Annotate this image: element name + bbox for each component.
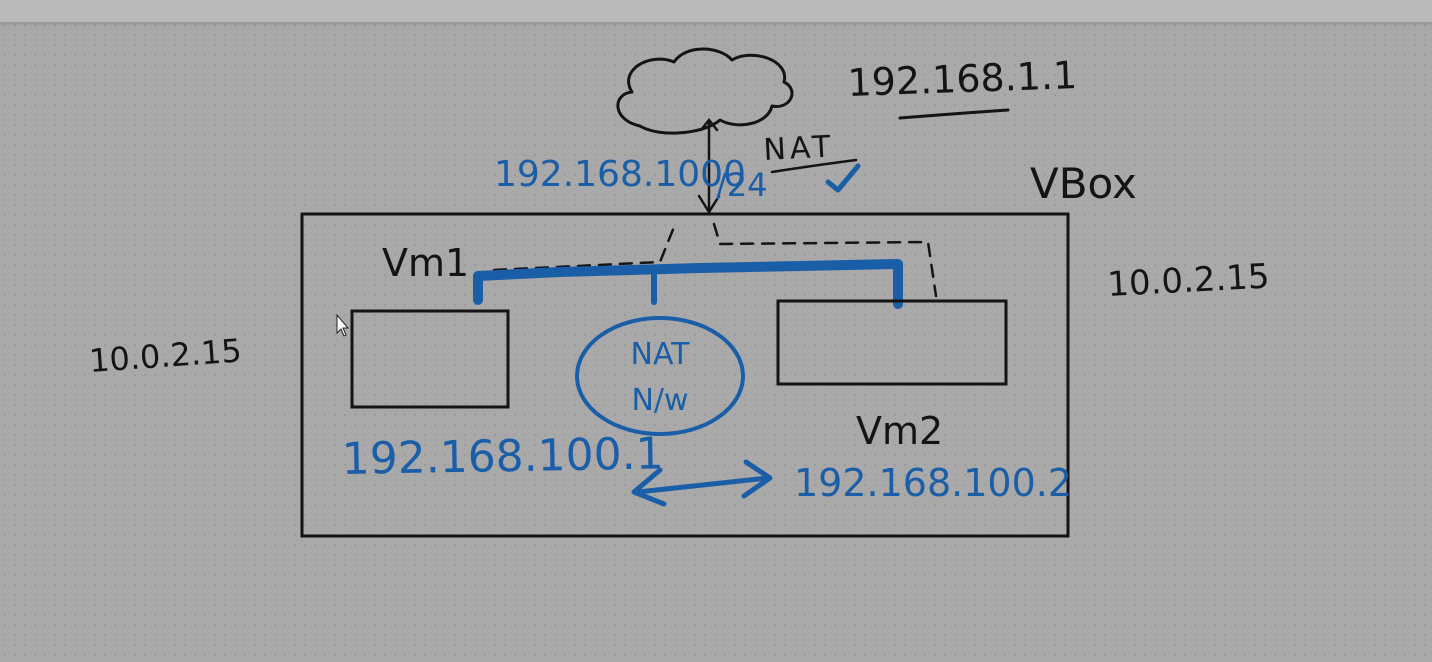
cloud-icon — [616, 47, 794, 135]
vm1-box — [350, 309, 510, 409]
vm2-box — [776, 299, 1008, 386]
nat-dashed-links — [492, 220, 938, 298]
nat-network-bus — [473, 259, 903, 309]
uplink-arrow — [697, 117, 721, 215]
nat-network-ellipse — [575, 316, 745, 436]
vbox-host-label: VBox — [1030, 159, 1137, 208]
vm1-name-label: Vm1 — [382, 241, 469, 285]
vbox-host-ip-label: 10.0.2.15 — [1106, 257, 1270, 305]
cursor-icon — [336, 313, 350, 337]
nat-network-label-line2: N/w — [631, 383, 688, 418]
vm1-ip-label: 192.168.100.1 — [341, 428, 664, 485]
nat-underline — [770, 158, 858, 174]
vm2-ip-label: 192.168.100.2 — [794, 461, 1072, 505]
subnet-ip-label: 192.168.1000 — [494, 154, 746, 195]
vbox-host-frame — [300, 212, 1070, 538]
double-arrow-icon — [631, 459, 773, 507]
router-ip-underline — [898, 108, 1010, 120]
left-ip-label: 10.0.2.15 — [88, 331, 243, 380]
router-ip-label: 192.168.1.1 — [847, 53, 1078, 105]
nat-network-label-line1: NAT — [631, 337, 691, 372]
whiteboard-toolbar — [0, 0, 1432, 23]
subnet-prefix-label: /24 — [716, 166, 768, 204]
check-icon — [825, 163, 861, 193]
vm2-name-label: Vm2 — [856, 409, 943, 453]
nat-top-label: NAT — [763, 129, 836, 168]
